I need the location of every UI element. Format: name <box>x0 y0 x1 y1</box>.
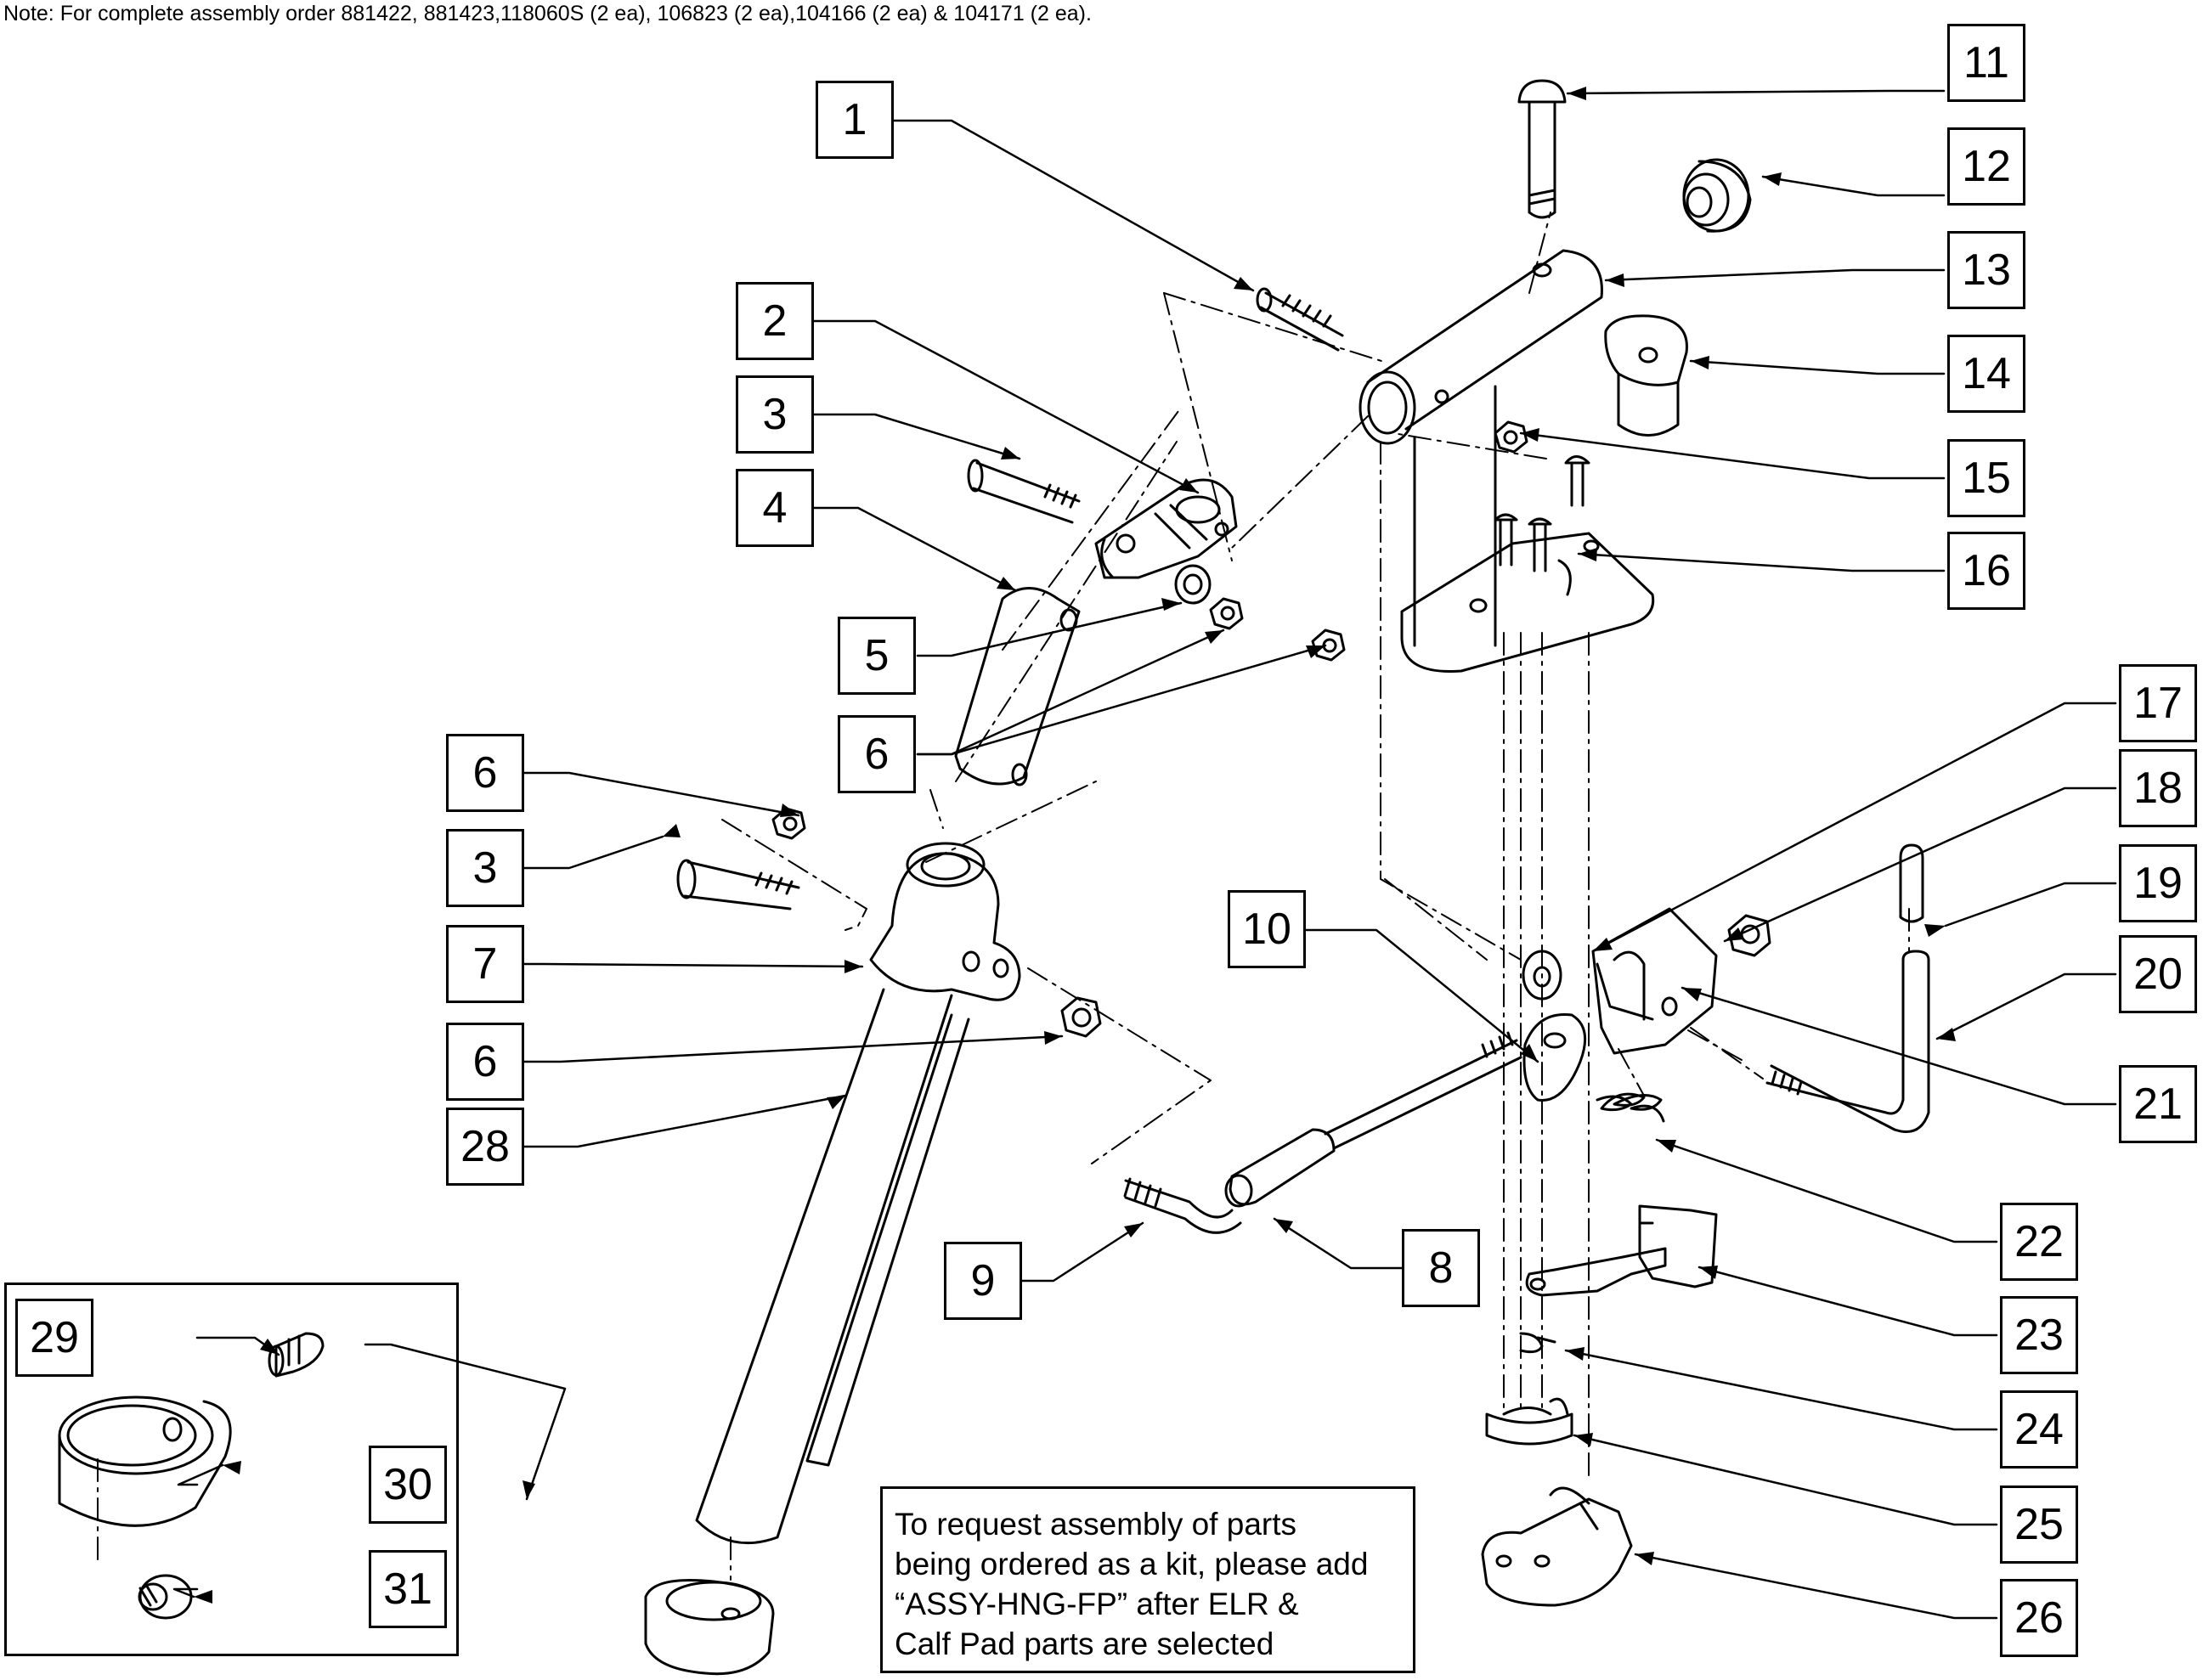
part-14-cap <box>1604 314 1688 437</box>
callout-9: 9 <box>944 1242 1022 1320</box>
callout-10: 10 <box>1228 890 1306 968</box>
part-9-rod <box>1123 1031 1522 1234</box>
callout-14: 14 <box>1947 335 2025 413</box>
part-16-screws <box>1494 455 1590 572</box>
part-6-nut-d <box>1060 996 1102 1038</box>
calf-pad-cup <box>644 1578 775 1676</box>
callout-24: 24 <box>2000 1390 2078 1469</box>
part-10-cam <box>1522 1012 1587 1102</box>
callout-12: 12 <box>1947 127 2025 206</box>
part-11-pin <box>1517 79 1567 219</box>
assembly-note: Note: For complete assembly order 881422… <box>3 2 1092 25</box>
part-15-nut <box>1494 420 1528 454</box>
callout-17: 17 <box>2119 664 2197 742</box>
part-25-bushing <box>1485 1397 1573 1446</box>
part-23-lever <box>1525 1204 1718 1297</box>
callout-29: 29 <box>15 1299 93 1377</box>
kit-note-line: being ordered as a kit, please add <box>895 1547 1369 1581</box>
part-21-latch-block <box>1591 907 1718 1055</box>
callout-16: 16 <box>1947 532 2025 610</box>
clamp-detail-inset <box>4 1283 459 1656</box>
callout-28: 28 <box>446 1108 524 1186</box>
callout-6: 6 <box>838 715 916 793</box>
part-28-tube <box>695 988 970 1545</box>
part-17-washer <box>1522 950 1562 1001</box>
part-4-pin <box>954 587 1081 786</box>
part-7-clamp-block <box>869 842 1021 1001</box>
callout-19: 19 <box>2119 844 2197 922</box>
part-30-clamp-ring <box>58 1395 232 1527</box>
callout-21: 21 <box>2119 1065 2197 1143</box>
callout-6: 6 <box>446 1023 524 1101</box>
kit-assembly-note: To request assembly of parts being order… <box>880 1486 1415 1673</box>
part-8-sleeve <box>1224 1128 1336 1208</box>
callout-31: 31 <box>369 1550 447 1628</box>
part-6-nut-c <box>771 807 806 840</box>
callout-11: 11 <box>1947 24 2025 102</box>
part-13-t-receiver <box>1359 249 1603 647</box>
callout-1: 1 <box>816 81 894 159</box>
part-26-base-bracket <box>1481 1486 1633 1607</box>
part-3-bolt-upper <box>967 459 1081 524</box>
callout-13: 13 <box>1947 231 2025 309</box>
part-24-clip <box>1519 1332 1556 1354</box>
part-20-handle <box>1765 950 1930 1133</box>
part-18-nut <box>1727 914 1771 957</box>
part-3-bolt-lower <box>676 859 800 910</box>
callout-23: 23 <box>2000 1296 2078 1374</box>
kit-note-line: “ASSY-HNG-FP” after ELR & <box>895 1587 1299 1621</box>
part-6-nut-b <box>1311 629 1346 662</box>
part-2-clevis <box>1094 478 1238 579</box>
part-5-washer <box>1174 564 1212 605</box>
part-31-plug <box>138 1574 193 1620</box>
callout-7: 7 <box>446 925 524 1003</box>
callout-22: 22 <box>2000 1203 2078 1281</box>
callout-3: 3 <box>736 375 814 454</box>
part-19-grip <box>1899 843 1924 923</box>
kit-note-line: Calf Pad parts are selected <box>895 1626 1274 1661</box>
part-22-spring <box>1596 1092 1665 1123</box>
mounting-plate <box>1400 532 1655 673</box>
callout-25: 25 <box>2000 1486 2078 1564</box>
part-1-bolt <box>1256 287 1344 352</box>
callout-26: 26 <box>2000 1579 2078 1657</box>
kit-note-line: To request assembly of parts <box>895 1507 1296 1542</box>
leader-lines <box>172 89 2117 1620</box>
callout-5: 5 <box>838 617 916 695</box>
callout-6: 6 <box>446 734 524 812</box>
part-12-plug <box>1682 158 1752 233</box>
part-29-screw <box>268 1332 325 1378</box>
callout-15: 15 <box>1947 439 2025 517</box>
callout-30: 30 <box>369 1446 447 1524</box>
callout-8: 8 <box>1402 1229 1480 1307</box>
callout-3: 3 <box>446 829 524 907</box>
callout-2: 2 <box>736 282 814 360</box>
part-6-nut-a <box>1209 597 1244 630</box>
callout-20: 20 <box>2119 935 2197 1013</box>
callout-4: 4 <box>736 469 814 547</box>
callout-18: 18 <box>2119 749 2197 827</box>
